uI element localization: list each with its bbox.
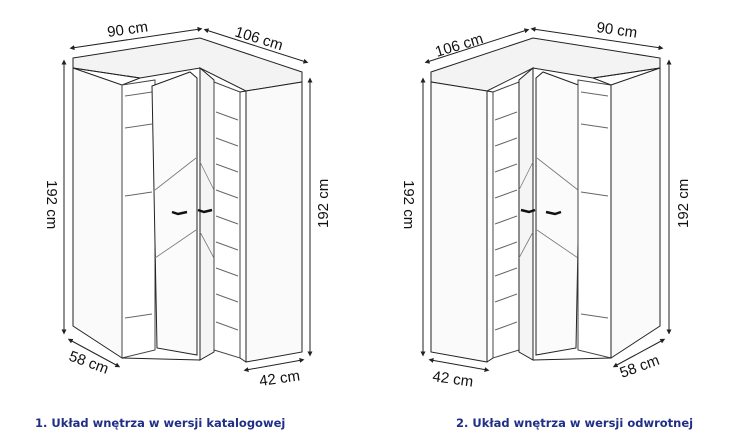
- dim-height-left: 192 cm: [43, 180, 60, 229]
- wardrobe-diagram-catalog: [72, 37, 303, 363]
- right-body-side: [245, 81, 303, 363]
- dim-top-left: 90 cm: [106, 18, 149, 41]
- dim-height-right: 192 cm: [675, 179, 692, 228]
- dimension-lines-catalog: [61, 26, 313, 373]
- dim-top-right: 106 cm: [233, 24, 285, 55]
- right-body-side: [610, 67, 661, 359]
- dimension-lines-reverse: [420, 26, 672, 373]
- caption-catalog: 1. Układ wnętrza w wersji katalogowej: [35, 416, 286, 430]
- dim-depth-right: 58 cm: [618, 352, 662, 382]
- left-body-side: [430, 81, 488, 363]
- dim-depth-left: 42 cm: [431, 368, 474, 391]
- left-door: [518, 66, 534, 361]
- left-handle: [171, 210, 188, 216]
- right-door: [199, 66, 215, 361]
- wardrobe-diagram-reverse: [430, 37, 661, 363]
- right-handle: [197, 208, 213, 214]
- dim-height-right: 192 cm: [315, 179, 332, 228]
- dim-top-right: 90 cm: [595, 19, 638, 42]
- left-handle: [520, 208, 536, 214]
- dim-depth-left: 58 cm: [67, 348, 111, 378]
- right-handle: [545, 210, 562, 216]
- dim-height-left: 192 cm: [400, 180, 417, 229]
- dim-depth-right: 42 cm: [258, 367, 301, 390]
- left-body-side: [72, 67, 123, 359]
- caption-reverse: 2. Układ wnętrza w wersji odwrotnej: [456, 416, 694, 430]
